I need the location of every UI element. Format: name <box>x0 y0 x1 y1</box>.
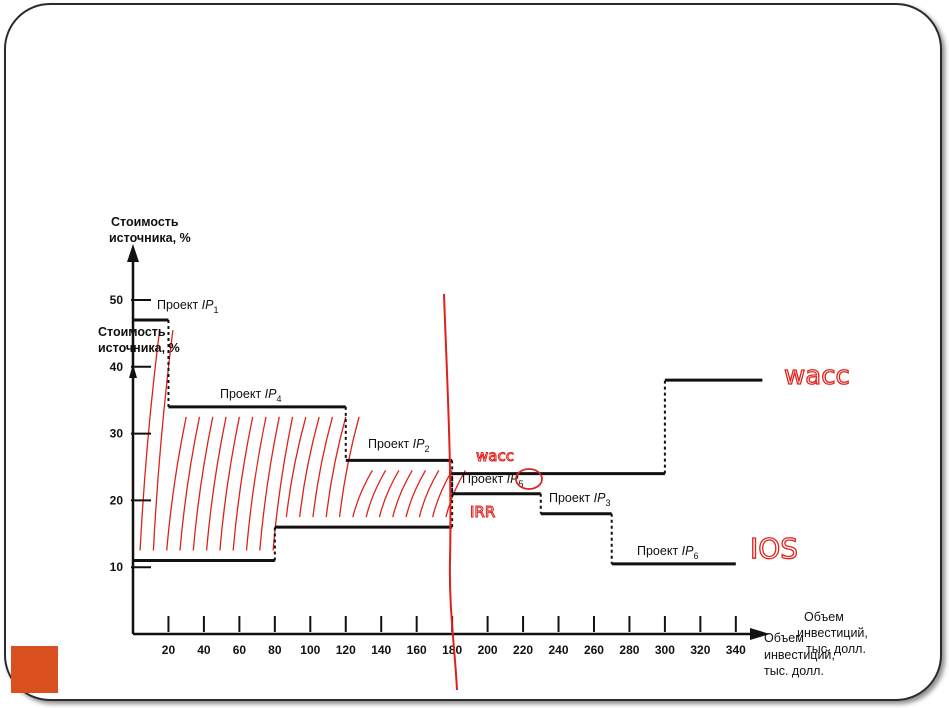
hatch-stroke <box>205 416 227 551</box>
hatch-stroke <box>405 470 427 518</box>
y-tick-label: 30 <box>110 427 124 441</box>
cut-off-line <box>443 293 458 691</box>
x-tick-label: 80 <box>268 643 282 657</box>
y-tick-label: 20 <box>110 493 124 507</box>
x-axis-title-duplicate-line3: тыс. долл. <box>764 664 824 678</box>
hatch-stroke <box>259 416 280 551</box>
x-axis-arrow <box>750 628 770 640</box>
x-tick-label: 100 <box>300 643 320 657</box>
project-label-ip1: Проект IP1 <box>157 298 218 315</box>
hatch-stroke <box>139 329 161 551</box>
hatch-stroke <box>325 416 347 518</box>
handwritten-irr-label: IRR <box>470 503 495 521</box>
x-tick-label: 280 <box>619 643 639 657</box>
slide <box>4 3 942 701</box>
hatch-stroke <box>352 470 373 518</box>
y-axis-duplicate-arrow <box>129 364 137 378</box>
y-axis-arrow <box>127 244 139 262</box>
hatch-stroke <box>272 416 294 551</box>
y-tick-label: 50 <box>110 293 124 307</box>
x-tick-label: 120 <box>336 643 356 657</box>
handwritten-ios-label: IOS <box>750 532 798 565</box>
axis-ticks: 20 40 60 80 100 120 140 160 180 200 220 240 260 280 30… <box>110 293 747 657</box>
y-axis-title-duplicate-line2: источника, % <box>98 341 180 355</box>
x-axis-title-duplicate-line1: Объем <box>764 631 804 645</box>
y-tick-label: 10 <box>110 560 124 574</box>
y-axis-title-line1: Стоимость <box>111 215 179 229</box>
hatch-stroke <box>219 416 241 551</box>
x-tick-label: 220 <box>513 643 533 657</box>
x-tick-label: 60 <box>233 643 247 657</box>
hatch-stroke <box>378 470 400 518</box>
hatch-stroke <box>418 470 440 518</box>
x-tick-label: 200 <box>478 643 498 657</box>
hatch-stroke <box>285 416 307 518</box>
x-axis-title-line1: Объем <box>804 610 844 624</box>
x-tick-label: 40 <box>197 643 211 657</box>
hatch-stroke <box>179 416 201 551</box>
y-tick-label: 40 <box>110 360 124 374</box>
project-label-ip6: Проект IP6 <box>637 544 698 561</box>
x-axis-title-duplicate-line2: инвестиций, <box>764 648 835 662</box>
handwritten-wacc-label: wacc <box>784 361 850 391</box>
hatch-stroke <box>392 470 413 518</box>
hatch-stroke <box>312 416 334 518</box>
x-tick-label: 300 <box>655 643 675 657</box>
x-tick-label: 320 <box>690 643 710 657</box>
hatch-stroke <box>166 416 187 551</box>
hatch-stroke <box>299 416 320 518</box>
hatch-stroke <box>245 416 267 551</box>
hatch-stroke <box>365 470 387 518</box>
handwritten-wacc-small-label: wacc <box>476 447 514 465</box>
x-tick-label: 20 <box>162 643 176 657</box>
hatch-stroke <box>232 416 254 551</box>
project-label-ip5: Проект IP5 <box>462 472 523 489</box>
x-tick-label: 260 <box>584 643 604 657</box>
x-tick-label: 240 <box>549 643 569 657</box>
y-axis-title-duplicate-line1: Стоимость <box>98 325 166 339</box>
project-label-ip4: Проект IP4 <box>220 387 281 404</box>
series-lines <box>133 318 763 566</box>
y-axis-title-line2: источника, % <box>109 231 191 245</box>
x-tick-label: 340 <box>726 643 746 657</box>
accent-square <box>11 646 58 693</box>
project-label-ip2: Проект IP2 <box>368 437 429 454</box>
x-axis-title-line3: тыс. долл. <box>806 642 866 656</box>
x-tick-label: 140 <box>371 643 391 657</box>
x-axis-title-line2: инвестиций, <box>797 626 868 640</box>
hatch-stroke <box>152 329 174 551</box>
x-tick-label: 180 <box>442 643 462 657</box>
hatch-stroke <box>192 416 214 551</box>
project-label-ip3: Проект IP3 <box>549 491 610 508</box>
hatch-stroke <box>338 416 360 518</box>
x-tick-label: 160 <box>407 643 427 657</box>
ip5-circle <box>515 468 543 490</box>
